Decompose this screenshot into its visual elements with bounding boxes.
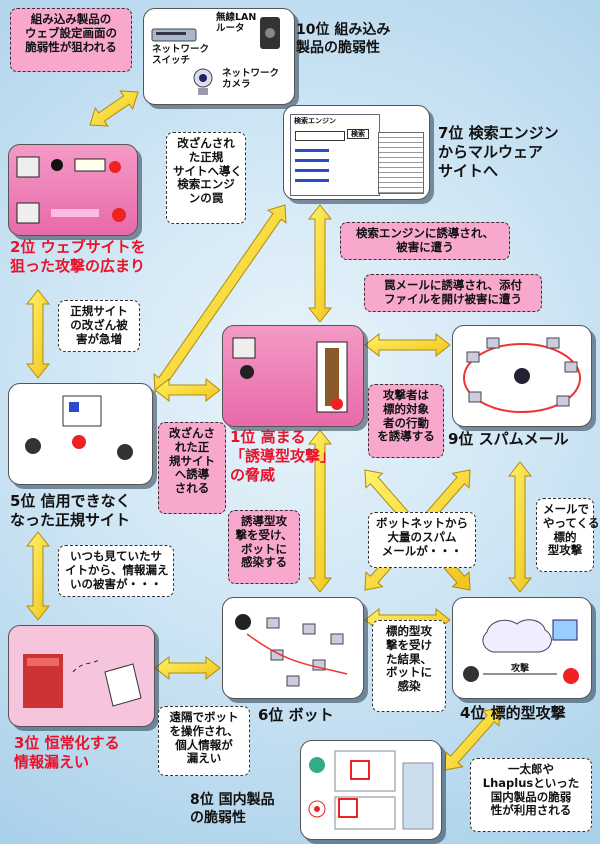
- note-botnet-spam: ボットネットから 大量のスパム メールが・・・: [368, 512, 476, 568]
- arrow-legit-to-leak: [25, 531, 51, 621]
- domestic-products-illustration: [308, 750, 434, 830]
- rank4-label: 4位 標的型攻撃: [460, 704, 566, 722]
- router-icon: [260, 17, 280, 49]
- note-spam-lure: 罠メールに誘導され、添付 ファイルを開け被害に遭う: [364, 274, 542, 312]
- note-search-lure: 検索エンジンに誘導され、 被害に遭う: [340, 222, 510, 260]
- rank3-label: 3位 恒常化する 情報漏えい: [14, 734, 120, 771]
- rank6-label: 6位 ボット: [258, 706, 334, 724]
- network-camera-icon: [193, 68, 213, 95]
- card-spam-mail: [452, 325, 592, 427]
- arrow-legit-to-guided: [154, 377, 221, 403]
- router-label: 無線LAN ルータ: [216, 12, 257, 34]
- card-embedded-devices: ネットワーク スイッチ 無線LAN ルータ ネットワーク カメラ: [143, 8, 295, 105]
- note-domestic-vuln: 一太郎や Lhaplusといった 国内製品の脆弱 性が利用される: [470, 758, 592, 832]
- card-guided-attack: [222, 325, 364, 427]
- note-targeted-mail: メールで やってくる 標的 型攻撃: [536, 498, 599, 572]
- rank9-label: 9位 スパムメール: [448, 430, 569, 448]
- card-info-leak: [8, 625, 155, 727]
- arrow-guided-to-spam: [364, 332, 451, 358]
- camera-label: ネットワーク カメラ: [222, 68, 280, 90]
- malware-page: [378, 132, 424, 194]
- search-window: 検索エンジン 検索: [290, 114, 380, 196]
- rank10-label: 10位 組み込み 製品の脆弱性: [296, 22, 391, 56]
- targeted-attack-illustration: [463, 619, 579, 684]
- spam-mail-illustration: [463, 337, 581, 413]
- guided-attack-illustration: [232, 337, 348, 413]
- arrow-leak-to-bot: [154, 655, 221, 681]
- rank2-label: 2位 ウェブサイトを 狙った攻撃の広まり: [10, 238, 146, 275]
- network-switch-icon: [151, 28, 197, 42]
- card-website-attacks: [8, 144, 138, 236]
- rank5-label: 5位 信用できなく なった正規サイト: [10, 492, 131, 529]
- switch-label: ネットワーク スイッチ: [152, 44, 210, 66]
- arrow-spam-to-targeted: [507, 461, 533, 593]
- note-tampered-trap: 改ざんされ た正規 サイトへ導く 検索エンジ ンの罠: [166, 132, 246, 224]
- rank8-label: 8位 国内製品 の脆弱性: [190, 792, 275, 826]
- note-attacker-guides: 攻撃者は 標的対象 者の行動 を誘導する: [368, 384, 444, 458]
- card-legit-site: [8, 383, 153, 485]
- card-bot: [222, 597, 364, 699]
- info-leak-illustration: [23, 654, 142, 708]
- arrow-guided-to-bot: [307, 429, 333, 593]
- card-domestic-products: [300, 740, 442, 840]
- arrow-search-to-guided: [307, 204, 333, 323]
- search-button: 検索: [347, 129, 369, 140]
- card-search-engine: 検索エンジン 検索: [283, 105, 430, 200]
- website-attack-illustration: [16, 156, 126, 224]
- arrow-website-to-legit: [25, 289, 51, 379]
- botnet-illustration: [235, 614, 348, 687]
- arrow-domestic-to-targeted: [444, 707, 501, 771]
- note-embedded-web: 組み込み製品の ウェブ設定画面の 脆弱性が狙われる: [10, 8, 132, 72]
- note-led-to-tampered: 改ざんさ れた正 規サイト へ誘導 される: [158, 422, 226, 514]
- note-usual-site-leak: いつも見ていたサ イトから、情報漏え いの被害が・・・: [58, 545, 174, 597]
- note-targeted-infected: 標的型攻 撃を受け た結果、 ボットに 感染: [372, 620, 446, 712]
- arrow-embedded-to-website: [89, 90, 139, 127]
- card-targeted-attack: 攻撃: [452, 597, 592, 699]
- rank1-label: 1位 高まる 「誘導型攻撃」 の脅威: [230, 428, 336, 484]
- attack-label: 攻撃: [511, 664, 530, 674]
- note-tampering-rise: 正規サイト の改ざん被 害が急増: [58, 300, 140, 352]
- legit-site-illustration: [25, 395, 133, 460]
- result-lines: [295, 149, 329, 189]
- search-engine-title: 検索エンジン: [294, 117, 336, 125]
- rank7-label: 7位 検索エンジン からマルウェア サイトへ: [438, 124, 559, 180]
- note-remote-bot: 遠隔でボット を操作され、 個人情報が 漏えい: [158, 706, 250, 776]
- note-led-infected: 誘導型攻 撃を受け、 ボットに 感染する: [228, 510, 300, 584]
- search-box: [295, 131, 345, 141]
